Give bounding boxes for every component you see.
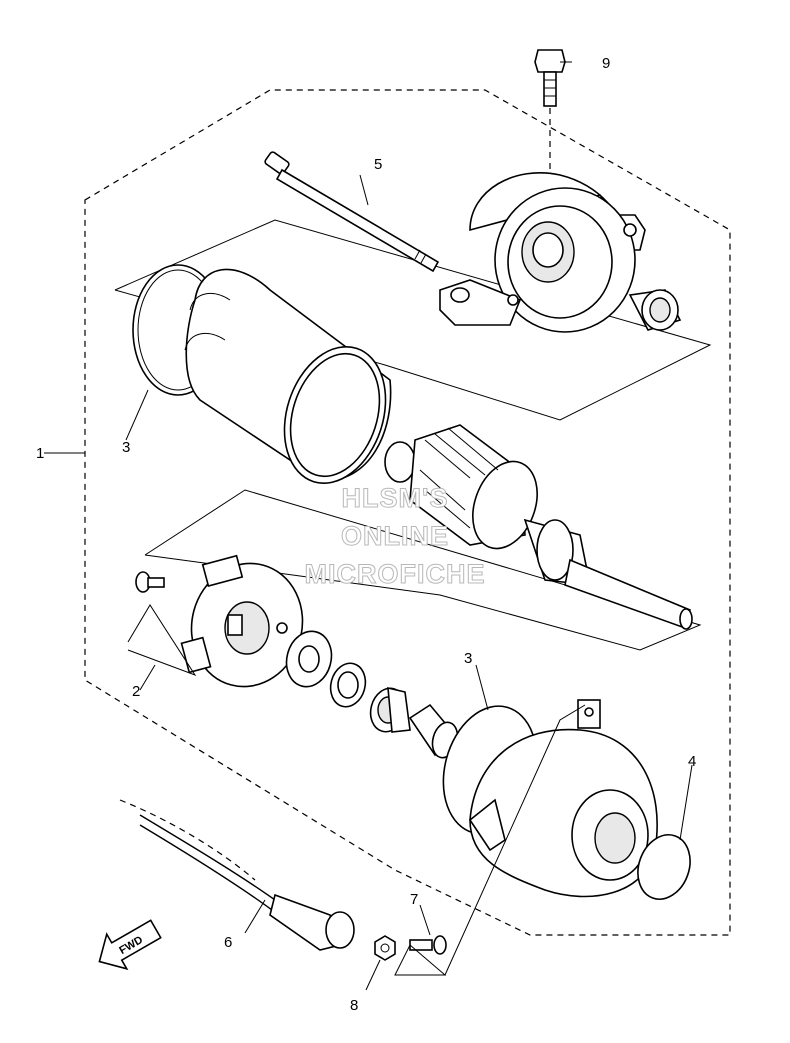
callout-8: 8	[350, 997, 358, 1014]
lead-wire-part	[119, 799, 355, 951]
forward-arrow-icon: FWD	[98, 919, 162, 971]
callout-3-upper: 3	[122, 439, 130, 456]
o-ring-item4-part	[637, 834, 691, 900]
terminal-bolt-part	[409, 935, 447, 955]
bolt-part	[534, 49, 566, 107]
callout-9: 9	[602, 55, 610, 72]
nut-part	[374, 935, 396, 961]
callout-3-lower: 3	[464, 650, 472, 667]
brush-holder-part	[180, 554, 304, 688]
callout-6: 6	[224, 934, 232, 951]
yoke-housing-part	[184, 268, 392, 485]
middle-group-plane	[144, 489, 702, 651]
callout-1: 1	[36, 445, 44, 462]
needle-bearing-part	[408, 703, 459, 759]
bushing-part	[628, 289, 682, 331]
watermark-line-3: MICROFICHE	[305, 559, 486, 589]
washer-1-part	[285, 630, 333, 688]
callout-2: 2	[132, 683, 140, 700]
rear-cover-part	[468, 699, 658, 898]
bearing-part	[369, 686, 411, 733]
callout-7: 7	[410, 891, 418, 908]
through-bolt-part	[264, 151, 440, 273]
watermark-line-1: HLSM'S	[342, 483, 449, 513]
armature-part	[384, 424, 693, 630]
watermark: HLSM'S ONLINE MICROFICHE	[304, 483, 486, 590]
callout-4: 4	[688, 753, 696, 770]
watermark-line-2: ONLINE	[341, 521, 449, 551]
front-cover-part	[439, 172, 646, 333]
washer-2-part	[329, 662, 367, 708]
screw-part	[135, 571, 165, 593]
callout-5: 5	[374, 156, 382, 173]
assembly-boundary	[84, 89, 731, 936]
